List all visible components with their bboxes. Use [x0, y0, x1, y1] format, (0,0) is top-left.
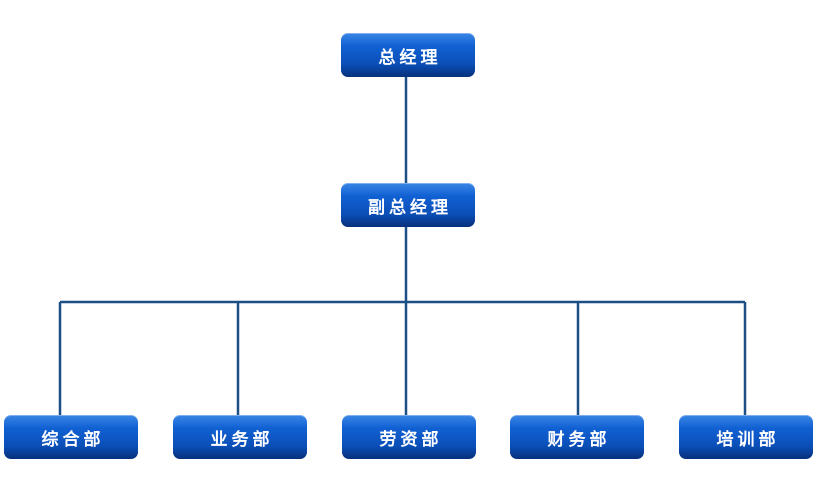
node-business-dept: 业务部	[173, 415, 307, 459]
node-label: 财务部	[547, 429, 611, 450]
node-deputy-general-manager: 副总经理	[341, 183, 475, 227]
node-label: 总经理	[378, 47, 442, 68]
node-training-dept: 培训部	[679, 415, 813, 459]
node-general-manager: 总经理	[341, 33, 475, 77]
node-labor-wages-dept: 劳资部	[342, 415, 476, 459]
node-finance-dept: 财务部	[510, 415, 644, 459]
node-label: 业务部	[210, 429, 274, 450]
node-label: 副总经理	[368, 197, 452, 218]
node-general-affairs-dept: 综合部	[4, 415, 138, 459]
node-label: 综合部	[41, 429, 105, 450]
node-label: 培训部	[716, 429, 780, 450]
node-label: 劳资部	[379, 429, 443, 450]
